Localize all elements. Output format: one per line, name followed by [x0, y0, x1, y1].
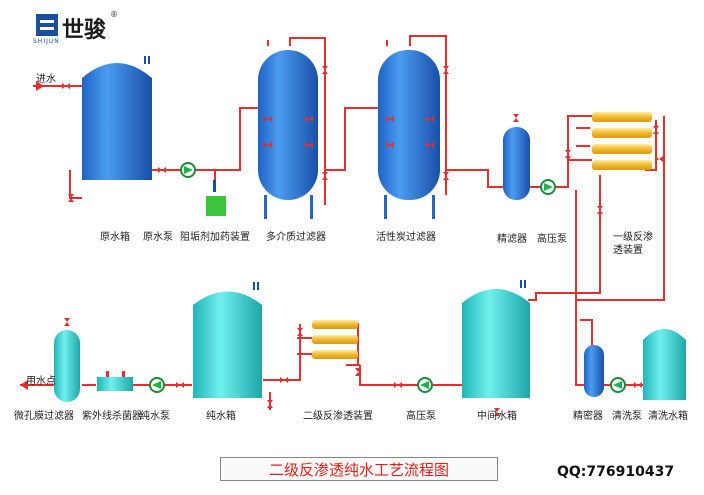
valve-icon [322, 172, 328, 180]
ro1-membranes [592, 112, 652, 170]
valve-icon [64, 318, 70, 326]
micro-filter [54, 330, 80, 402]
raw-water-tank [82, 56, 152, 180]
valve-icon [267, 400, 273, 408]
label-hp-pump-2: 高压泵 [406, 411, 436, 422]
valve-icon [494, 408, 500, 416]
valve-icon [68, 194, 74, 202]
raw-water-pump-icon [180, 162, 196, 178]
pure-water-pump-icon [149, 377, 165, 393]
label-raw-pump: 原水泵 [143, 232, 173, 243]
registered-mark: ® [110, 10, 118, 19]
valve-icon [305, 142, 313, 148]
label-carbon-filter: 活性炭过滤器 [376, 232, 436, 243]
valves [62, 66, 663, 416]
valve-icon [62, 83, 70, 89]
brand-name: 世骏 [62, 18, 107, 43]
valve-icon [565, 150, 571, 158]
valve-icon [264, 116, 272, 122]
valve-icon [322, 66, 328, 74]
intermediate-tank [462, 280, 530, 398]
valve-icon [394, 382, 402, 388]
antiscalant-dosing-device [206, 180, 226, 216]
valve-icon [443, 172, 449, 180]
activated-carbon-filter [378, 50, 440, 219]
diagram-title-box: 二级反渗透纯水工艺流程图 [220, 457, 498, 481]
label-pure-pump: 纯水泵 [140, 411, 170, 422]
label-precision-filter-2: 精密器 [573, 411, 603, 422]
cleaning-pump-icon [610, 377, 626, 393]
valve-icon [513, 114, 519, 122]
valve-icon [426, 116, 434, 122]
multimedia-filter [258, 50, 318, 219]
precision-filter-1 [503, 127, 530, 200]
label-precision-filter-1: 精滤器 [497, 234, 527, 245]
label-uv: 紫外线杀菌器 [82, 411, 142, 422]
valve-icon [426, 142, 434, 148]
label-antiscalant: 阻垢剂加药装置 [180, 232, 250, 243]
valve-icon [634, 382, 642, 388]
label-raw-tank: 原水箱 [100, 232, 130, 243]
label-clean-tank: 清洗水箱 [648, 411, 688, 422]
valve-icon [158, 167, 166, 173]
brand-sub: SHIJUN [33, 38, 60, 45]
valve-icon [176, 382, 184, 388]
valve-icon [355, 368, 361, 376]
label-mid-tank: 中间水箱 [477, 411, 517, 422]
cleaning-tank [643, 329, 686, 400]
brand-mark-icon [36, 14, 58, 36]
uv-sterilizer [97, 371, 133, 391]
inlet-arrow-icon [36, 81, 44, 91]
valve-icon [280, 377, 288, 383]
label-pure-tank: 纯水箱 [206, 411, 236, 422]
valve-icon [386, 142, 394, 148]
valve-icon [297, 328, 303, 336]
raw-tank-drain-pipe [69, 170, 82, 199]
valve-icon [386, 116, 394, 122]
precision-filter-2 [584, 345, 604, 397]
label-ro1-line2: 透装置 [613, 245, 643, 256]
contact-qq: QQ:776910437 [557, 464, 675, 480]
label-ro2: 二级反渗透装置 [303, 411, 373, 422]
pure-water-tank [193, 282, 262, 398]
label-hp-pump-1: 高压泵 [537, 234, 567, 245]
diagram-title: 二级反渗透纯水工艺流程图 [268, 461, 449, 479]
label-micro-filter: 微孔膜过滤器 [14, 411, 74, 422]
hp-pump-2-icon [417, 377, 433, 393]
valve-icon [653, 126, 659, 134]
ro2-membranes [312, 320, 358, 359]
valve-icon [597, 206, 603, 214]
label-clean-pump: 清洗泵 [612, 411, 642, 422]
label-inlet: 进水 [36, 74, 56, 85]
label-ro1-line1: 一级反渗 [613, 232, 653, 243]
valve-icon [305, 116, 313, 122]
outlet-arrow-icon [20, 380, 28, 390]
brand-logo: 世骏 SHIJUN [30, 12, 140, 48]
hp-pump-1-icon [540, 179, 556, 195]
valve-icon [264, 142, 272, 148]
valve-icon [443, 66, 449, 74]
label-media-filter: 多介质过滤器 [266, 232, 326, 243]
valve-icon [655, 156, 663, 162]
label-outlet: 用水点 [26, 376, 56, 387]
